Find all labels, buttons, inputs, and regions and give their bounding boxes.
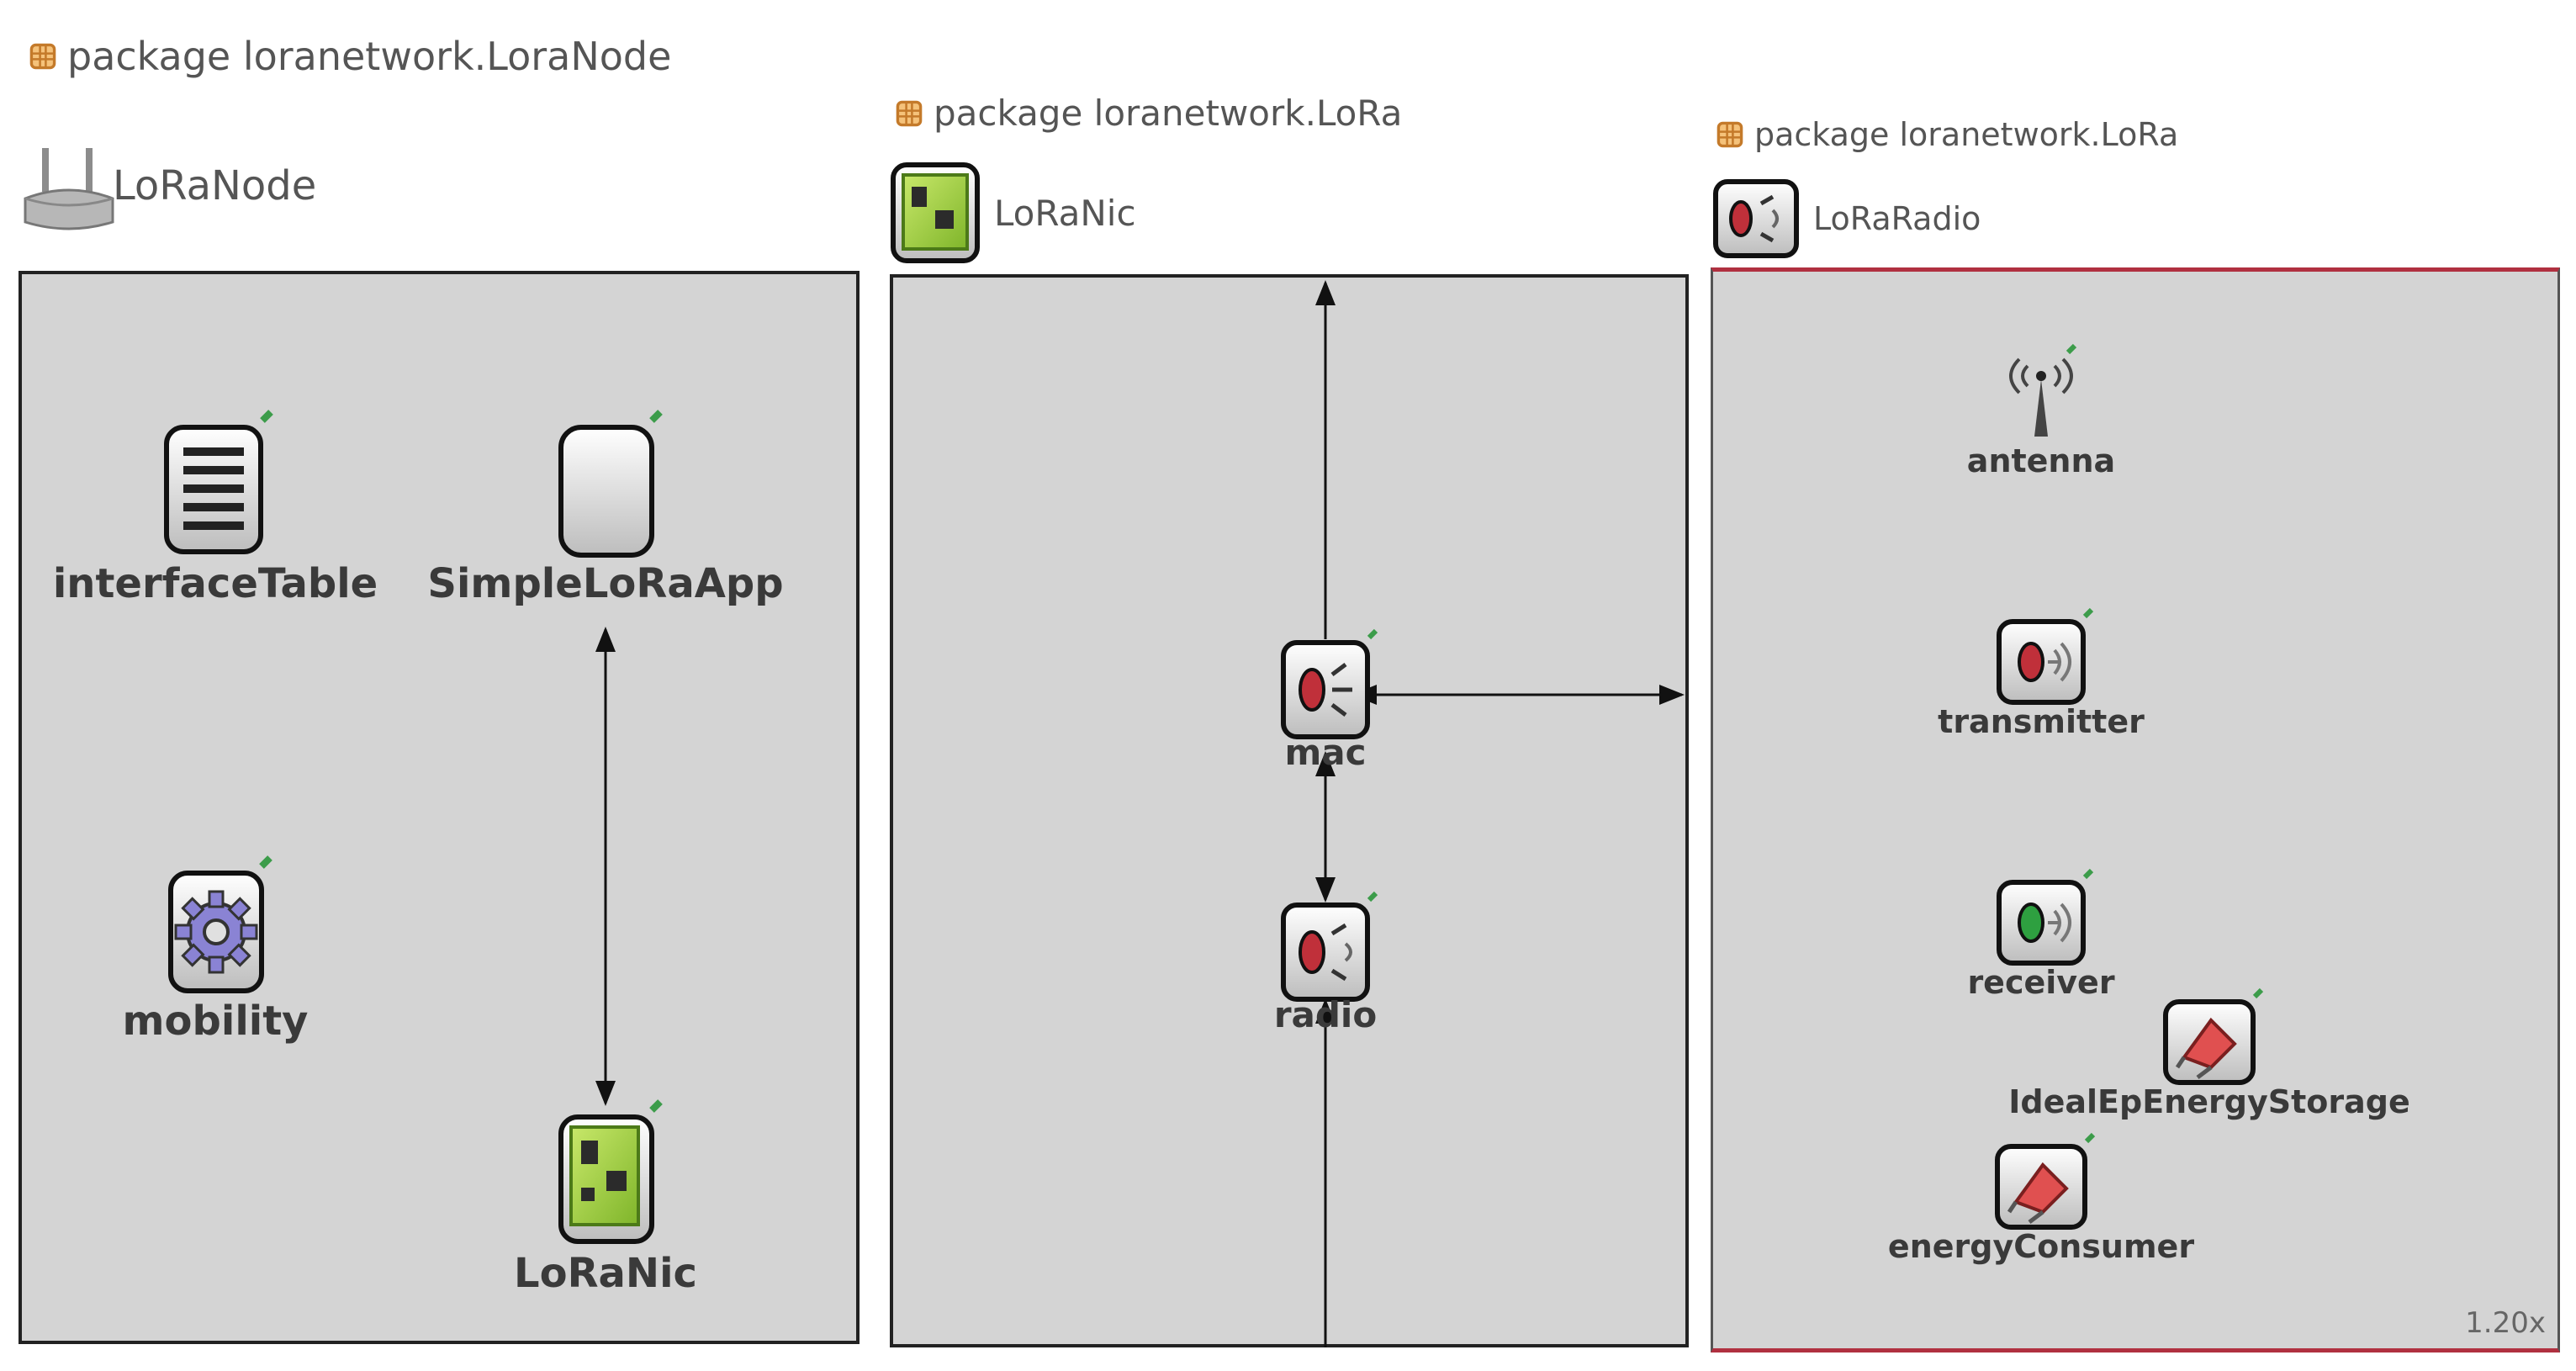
radio-icon	[1713, 179, 1799, 258]
app-block-icon	[558, 410, 663, 558]
loraradio-canvas[interactable]: antenna transmitter receiver IdealEpEner…	[1711, 267, 2560, 1352]
submodule-transmitter[interactable]: transmitter	[1915, 607, 2167, 738]
nic-card-icon	[891, 162, 980, 263]
energy-storage-icon	[2163, 987, 2264, 1085]
submodule-idealepenergystorage[interactable]: IdealEpEnergyStorage	[2008, 987, 2410, 1118]
module-header-loraradio: LoRaRadio	[1711, 177, 1981, 261]
nic-card-icon	[558, 1099, 663, 1244]
transmitter-icon	[1997, 607, 2094, 705]
submodule-simpleloraapp[interactable]: SimpleLoRaApp	[427, 410, 784, 604]
submodule-loranic[interactable]: LoRaNic	[496, 1099, 715, 1294]
submodule-mac[interactable]: mac	[1241, 628, 1410, 770]
package-icon	[29, 43, 56, 70]
zoom-level: 1.20x	[2465, 1306, 2546, 1340]
table-icon	[164, 410, 273, 554]
router-icon	[24, 148, 114, 230]
submodule-mobility[interactable]: mobility	[106, 855, 325, 1041]
module-header-loranode: LoRaNode	[19, 141, 316, 242]
package-label-lora-radio: package loranetwork.LoRa	[1716, 116, 2178, 153]
loranode-canvas[interactable]: interfaceTable SimpleLoRaApp mobilit	[19, 271, 860, 1344]
submodule-antenna[interactable]: antenna	[1915, 343, 2167, 477]
connection-app-nic	[595, 627, 616, 1106]
submodule-receiver[interactable]: receiver	[1915, 868, 2167, 998]
connections-loranic	[1315, 280, 1685, 1347]
antenna-icon	[2009, 343, 2077, 437]
package-label-lora-nic: package loranetwork.LoRa	[895, 93, 1402, 134]
submodule-radio[interactable]: radio	[1241, 891, 1410, 1033]
mac-layer-icon	[1281, 628, 1378, 739]
gear-icon	[168, 855, 272, 993]
submodule-energyconsumer[interactable]: energyConsumer	[1873, 1132, 2209, 1262]
module-header-loranic: LoRaNic	[888, 160, 1136, 266]
radio-icon	[1281, 891, 1378, 1002]
submodule-interfacetable[interactable]: interfaceTable	[53, 410, 378, 604]
receiver-icon	[1997, 868, 2094, 966]
package-icon	[1716, 121, 1743, 148]
package-label-loranode: package loranetwork.LoraNode	[29, 34, 671, 79]
loranic-canvas[interactable]: mac radio	[890, 274, 1689, 1347]
energy-consumer-icon	[1995, 1132, 2096, 1230]
package-icon	[896, 100, 923, 126]
